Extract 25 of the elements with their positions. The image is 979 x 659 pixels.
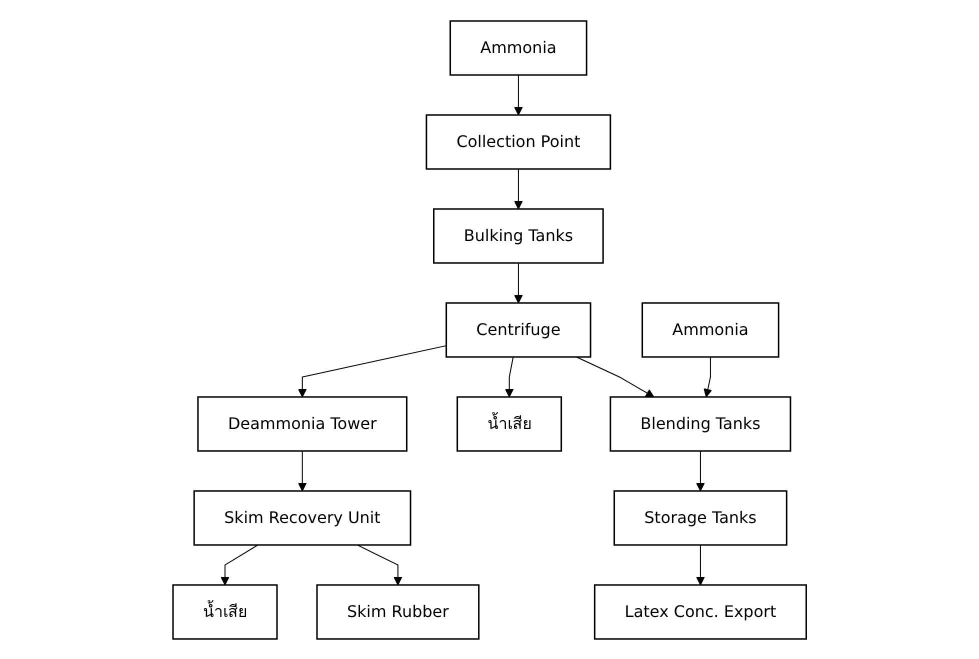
arrow	[514, 168, 523, 209]
node-box: Ammonia	[449, 20, 588, 76]
node-box: Ammonia	[641, 302, 780, 358]
node-box: Skim Recovery Unit	[193, 490, 412, 546]
arrow	[356, 544, 402, 585]
arrow	[703, 356, 712, 397]
node-box: Centrifuge	[445, 302, 592, 358]
node-box: Skim Rubber	[316, 584, 480, 640]
node-box: น้ำเสีย	[456, 396, 562, 452]
node-box: Collection Point	[426, 114, 612, 170]
node-box: Latex Conc. Export	[594, 584, 807, 640]
arrow	[514, 262, 523, 303]
arrow	[504, 356, 514, 397]
arrow	[696, 544, 705, 585]
node-box: Deammonia Tower	[197, 396, 408, 452]
arrow	[576, 356, 654, 397]
arrow	[514, 74, 523, 115]
node-box: Storage Tanks	[613, 490, 788, 546]
arrow	[220, 544, 258, 585]
node-box: Blending Tanks	[610, 396, 792, 452]
arrow	[696, 450, 705, 491]
arrow	[298, 450, 307, 491]
arrow	[298, 344, 447, 397]
node-box: Bulking Tanks	[432, 208, 604, 264]
node-box: น้ำเสีย	[172, 584, 278, 640]
